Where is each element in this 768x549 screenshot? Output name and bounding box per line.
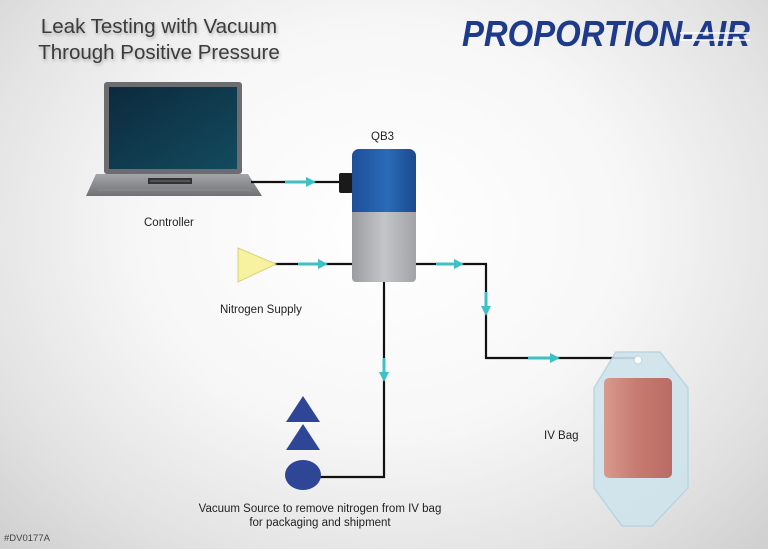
arrow-to-iv-bag — [528, 353, 560, 363]
arrow-valve-to-vacuum — [379, 358, 389, 382]
arrow-controller-to-valve — [285, 177, 316, 187]
flow-arrows — [285, 177, 560, 382]
iv-bag-label: IV Bag — [544, 430, 579, 442]
nitrogen-cone-icon — [237, 247, 278, 283]
vacuum-label-line-2: for packaging and shipment — [249, 517, 391, 529]
qb3-label: QB3 — [371, 131, 395, 143]
diagram-title: Leak Testing with Vacuum Through Positiv… — [14, 14, 304, 66]
arrow-down-to-bag-line — [481, 292, 491, 316]
valve-icon — [339, 149, 416, 282]
laptop-icon — [86, 82, 262, 196]
title-line-1: Leak Testing with Vacuum — [40, 15, 278, 38]
arrow-nitrogen-to-valve — [298, 259, 328, 269]
title-line-2: Through Positive Pressure — [38, 41, 280, 64]
iv-bag-icon — [593, 351, 689, 527]
vacuum-label-line-1: Vacuum Source to remove nitrogen from IV… — [198, 503, 442, 515]
document-code: #DV0177A — [4, 533, 50, 544]
pipelines — [251, 180, 638, 479]
vacuum-source-label: Vacuum Source to remove nitrogen from IV… — [180, 502, 460, 530]
proportion-air-logo: PROPORTION-AIR — [462, 12, 752, 56]
nitrogen-supply-label: Nitrogen Supply — [220, 304, 302, 316]
arrow-valve-output — [436, 259, 464, 269]
vacuum-icon — [285, 396, 321, 490]
controller-label: Controller — [144, 217, 194, 229]
